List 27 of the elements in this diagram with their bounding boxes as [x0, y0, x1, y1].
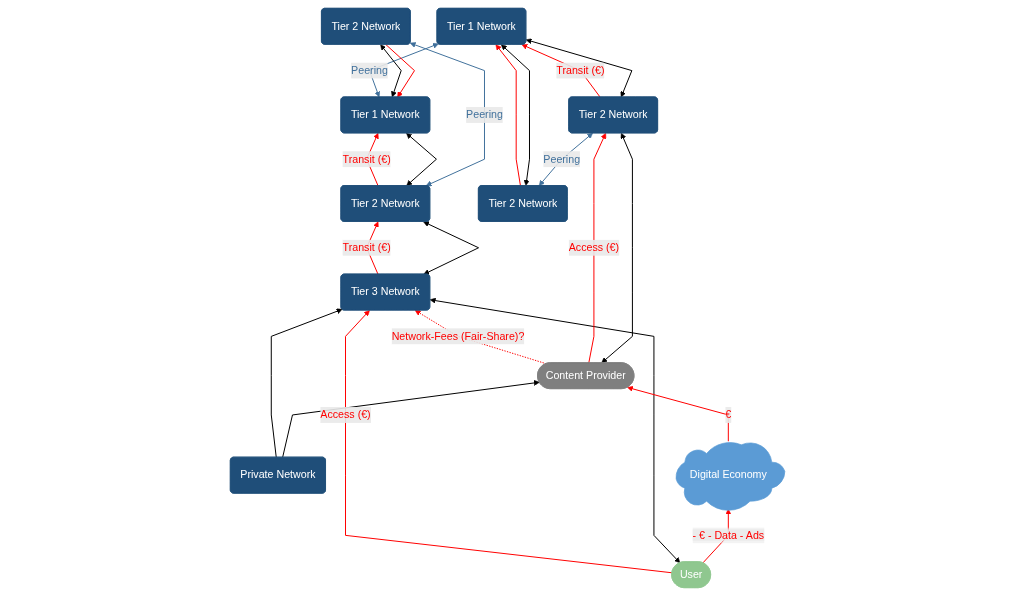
edge-label: Access (€): [320, 408, 372, 421]
arrow: [627, 386, 730, 442]
arrow: [423, 221, 480, 275]
arrow: [539, 132, 594, 186]
arrow: [369, 42, 440, 98]
edge-label: Transit (€): [342, 241, 392, 254]
edge-label: €: [725, 408, 732, 421]
arrow: [385, 44, 416, 98]
edge-label: Peering: [351, 64, 389, 76]
edge-label: - € - Data - Ads: [692, 529, 765, 541]
arrow: [380, 44, 403, 98]
edge-label: Transit (€): [342, 153, 392, 165]
arrow: [430, 297, 681, 564]
edge-label: Peering: [466, 108, 504, 121]
edge-label: Access (€): [569, 241, 620, 254]
arrow: [496, 44, 522, 187]
edge-label: Transit (€): [556, 64, 605, 76]
arrow: [271, 308, 343, 458]
arrow: [501, 44, 531, 186]
edge-label: Peering: [543, 153, 581, 165]
edge-label: Network-Fees (Fair-Share)?: [392, 330, 525, 342]
arrow: [410, 42, 486, 187]
arrow: [588, 132, 607, 364]
arrow: [406, 132, 438, 186]
arrow: [526, 38, 633, 98]
arrow: [282, 380, 541, 458]
arrow: [601, 132, 634, 364]
